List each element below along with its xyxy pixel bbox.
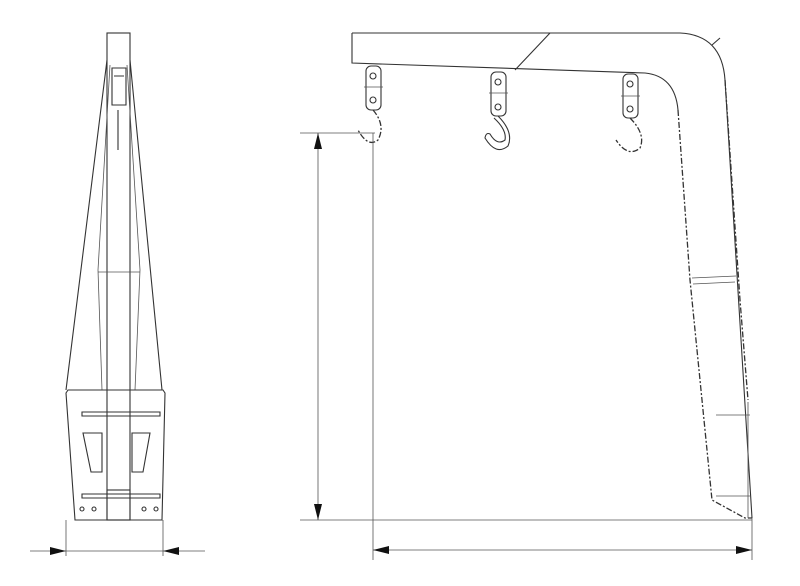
beam-lug	[711, 37, 721, 46]
beam-outer	[352, 32, 753, 519]
hook-2	[484, 71, 511, 151]
mast-foot	[106, 489, 131, 521]
side-view	[30, 32, 205, 556]
bolt-holes	[79, 506, 159, 512]
beam-diagonal	[514, 32, 551, 71]
leg-outer-edge	[724, 79, 749, 401]
inner-braces	[97, 64, 141, 391]
width-dimension-side	[30, 520, 205, 556]
base-windows	[82, 432, 151, 473]
hook-3	[615, 73, 643, 153]
height-dimension	[300, 132, 752, 521]
mast-braces	[65, 59, 163, 391]
front-view	[300, 32, 753, 560]
base-plate	[65, 389, 166, 521]
beam-bottom	[351, 33, 679, 111]
leg-inner	[677, 109, 752, 519]
leg-braces	[691, 275, 750, 518]
width-dimension-front	[372, 133, 753, 560]
mast	[106, 32, 131, 521]
hook-1	[357, 65, 383, 144]
side-hook	[111, 67, 127, 150]
base-slots	[81, 411, 161, 499]
